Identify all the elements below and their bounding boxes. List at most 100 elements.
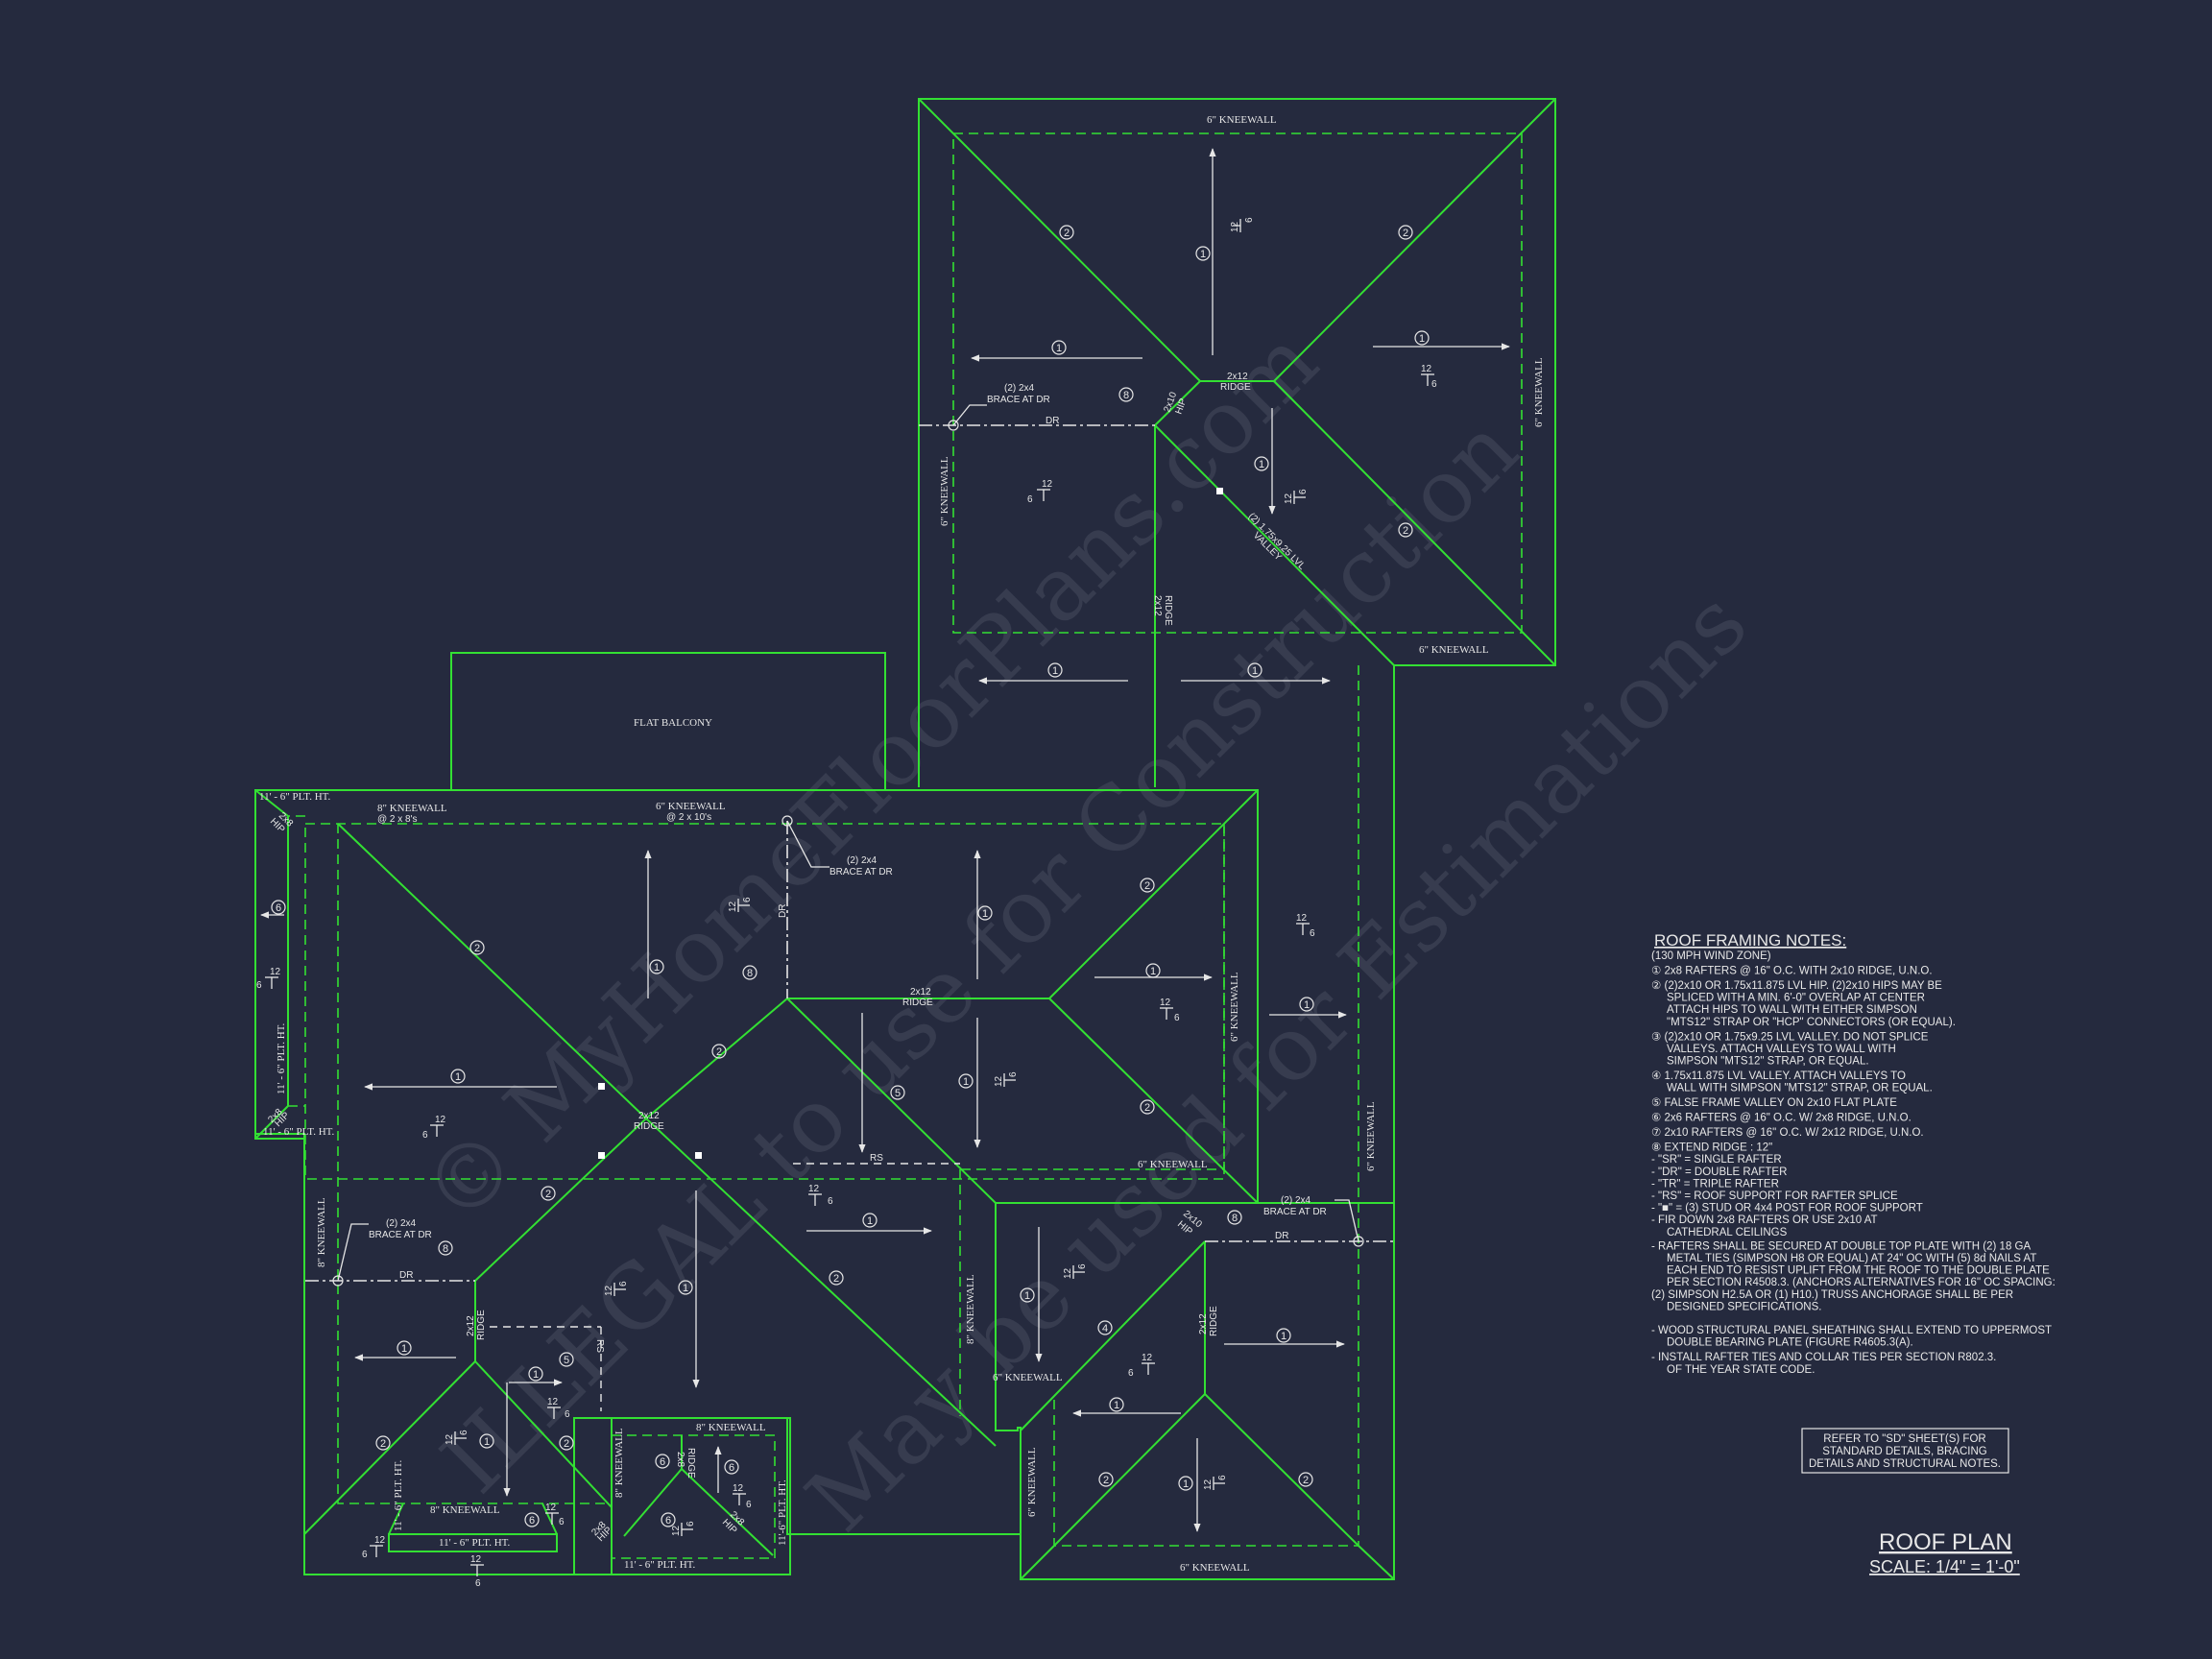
- note-line: EACH END TO RESIST UPLIFT FROM THE ROOF …: [1667, 1265, 2050, 1277]
- callout-8: 8: [438, 1240, 453, 1256]
- note-line: ① 2x8 RAFTERS @ 16" O.C. WITH 2x10 RIDGE…: [1651, 966, 1933, 977]
- ridge-word-label: RIDGE: [1220, 382, 1251, 393]
- pitch-symbol: 126: [604, 1281, 629, 1296]
- note-line: ⑥ 2x6 RAFTERS @ 16" O.C. W/ 2x8 RIDGE, U…: [1651, 1113, 1911, 1124]
- callout-6: 6: [655, 1454, 670, 1469]
- note-line: (130 MPH WIND ZONE): [1651, 950, 1771, 962]
- callout-1: 1: [977, 905, 993, 921]
- pitch-symbol: 126: [545, 1503, 565, 1527]
- svg-text:12: 12: [374, 1535, 386, 1546]
- svg-text:12: 12: [994, 1075, 1004, 1087]
- svg-text:2: 2: [545, 1189, 551, 1200]
- note-line: METAL TIES (SIMPSON H8 OR EQUAL) AT 24" …: [1667, 1253, 2036, 1264]
- svg-text:8: 8: [747, 968, 753, 979]
- svg-text:6: 6: [459, 1430, 469, 1435]
- pitch-symbol: 126: [1063, 1263, 1088, 1279]
- pitch-symbols: 126 126 126 126 126 126 126 126 126 126 …: [256, 217, 1437, 1589]
- svg-text:6: 6: [559, 1517, 565, 1527]
- callout-1: 1: [1020, 1287, 1035, 1303]
- ridge-size-label: 2x8: [675, 1452, 685, 1468]
- svg-text:6: 6: [529, 1515, 535, 1527]
- kneewall-label: 6" KNEEWALL: [1138, 1159, 1208, 1170]
- callout-1: 1: [1414, 330, 1430, 346]
- brace-marker: [781, 815, 793, 827]
- pitch-symbol: 126: [445, 1430, 469, 1445]
- pitch-symbol: 126: [1027, 479, 1053, 505]
- note-line: ATTACH HIPS TO WALL WITH EITHER SIMPSON: [1667, 1004, 1917, 1016]
- svg-text:12: 12: [1063, 1267, 1073, 1279]
- callout-1: 1: [1047, 662, 1063, 678]
- hip-line: [645, 998, 788, 1119]
- ridge-word-label: RIDGE: [685, 1448, 696, 1479]
- callout-2: 2: [1140, 878, 1155, 893]
- svg-text:6: 6: [1217, 1475, 1228, 1480]
- svg-text:6: 6: [276, 902, 281, 914]
- pitch-symbol: 126: [671, 1521, 696, 1536]
- right-lower-wing: [996, 665, 1395, 1580]
- callout-5: 5: [890, 1085, 905, 1100]
- svg-text:12: 12: [470, 1554, 482, 1565]
- svg-text:6: 6: [1008, 1071, 1019, 1077]
- callout-1: 1: [1109, 1397, 1124, 1412]
- hip-line: [337, 823, 647, 1119]
- title-block: ROOF PLAN SCALE: 1/4" = 1'-0": [1869, 1529, 2020, 1576]
- brace-label-top: (2) 2x4: [386, 1218, 417, 1229]
- notes-lines: (130 MPH WIND ZONE) ① 2x8 RAFTERS @ 16" O…: [1651, 950, 2056, 1376]
- svg-text:2: 2: [833, 1273, 839, 1285]
- note-line: SIMPSON "MTS12" STRAP, OR EQUAL.: [1667, 1056, 1869, 1068]
- hip-line: [254, 789, 289, 817]
- refer-box-line: DETAILS AND STRUCTURAL NOTES.: [1809, 1458, 2001, 1470]
- plate-height-label: 11'-6" PLT. HT.: [777, 1479, 788, 1546]
- leader-line: [1334, 1199, 1359, 1242]
- flat-balcony-label: FLAT BALCONY: [634, 717, 712, 729]
- brace-label-bottom: BRACE AT DR: [987, 395, 1050, 405]
- callout-8: 8: [742, 965, 757, 980]
- note-line: CATHEDRAL CEILINGS: [1667, 1227, 1788, 1238]
- kneewall-label: 6" KNEEWALL: [993, 1372, 1063, 1383]
- svg-text:6: 6: [1174, 1013, 1180, 1023]
- brace-label-bottom: BRACE AT DR: [1263, 1207, 1327, 1217]
- svg-text:12: 12: [545, 1503, 557, 1513]
- note-line: - "■" = (3) STUD OR 4x4 POST FOR ROOF SU…: [1651, 1203, 1923, 1214]
- kneewall-label: 6" KNEEWALL: [1207, 114, 1277, 126]
- main-kneewall-lower: [337, 824, 610, 1504]
- post-marker: [598, 1083, 605, 1090]
- ridge-size-label: 2x12: [1198, 1313, 1209, 1334]
- callout-1: 1: [1051, 340, 1067, 355]
- svg-text:12: 12: [604, 1285, 614, 1296]
- refer-box-frame: [1801, 1428, 2009, 1474]
- svg-text:2: 2: [1403, 228, 1408, 239]
- svg-text:12: 12: [1142, 1353, 1153, 1363]
- plan-scale: SCALE: 1/4" = 1'-0": [1869, 1557, 2020, 1576]
- pitch-symbol: 126: [733, 1483, 752, 1510]
- pitch-symbol: 126: [470, 1554, 484, 1589]
- hip-line: [474, 1118, 647, 1282]
- svg-text:6: 6: [1128, 1368, 1134, 1379]
- pitch-symbol: 126: [547, 1397, 570, 1420]
- callout-2: 2: [711, 1044, 727, 1059]
- post-marker: [1216, 488, 1223, 494]
- callout-2: 2: [469, 940, 485, 955]
- brace-marker: [1353, 1236, 1364, 1247]
- pitch-symbol: 126: [808, 1184, 833, 1207]
- kneewall-label: 8" KNEEWALL: [696, 1422, 766, 1433]
- kneewall-label: 6" KNEEWALL: [939, 456, 950, 526]
- svg-text:6: 6: [746, 1500, 752, 1510]
- ridge-size-label: 2x12: [638, 1111, 660, 1121]
- svg-text:1: 1: [1200, 249, 1206, 260]
- svg-text:6: 6: [1310, 928, 1315, 939]
- note-line: ⑧ EXTEND RIDGE : 12": [1651, 1142, 1772, 1154]
- svg-text:12: 12: [270, 967, 281, 977]
- callout-6: 6: [724, 1459, 739, 1475]
- callout-1: 1: [1247, 662, 1262, 678]
- svg-text:2: 2: [1403, 525, 1408, 537]
- svg-text:12: 12: [733, 1483, 744, 1494]
- note-line: - "SR" = SINGLE RAFTER: [1651, 1154, 1782, 1166]
- note-line: (2) SIMPSON H2.5A OR (1) H10.) TRUSS ANC…: [1651, 1289, 2013, 1301]
- callout-1: 1: [1299, 997, 1314, 1012]
- svg-text:12: 12: [435, 1115, 446, 1125]
- note-line: WALL WITH SIMPSON "MTS12" STRAP, OR EQUA…: [1667, 1083, 1933, 1094]
- note-line: SPLICED WITH A MIN. 6'-0" OVERLAP AT CEN…: [1667, 993, 1925, 1004]
- brace-callout: (2) 2x4 BRACE AT DR: [332, 1218, 432, 1286]
- valley-line: [786, 998, 997, 1204]
